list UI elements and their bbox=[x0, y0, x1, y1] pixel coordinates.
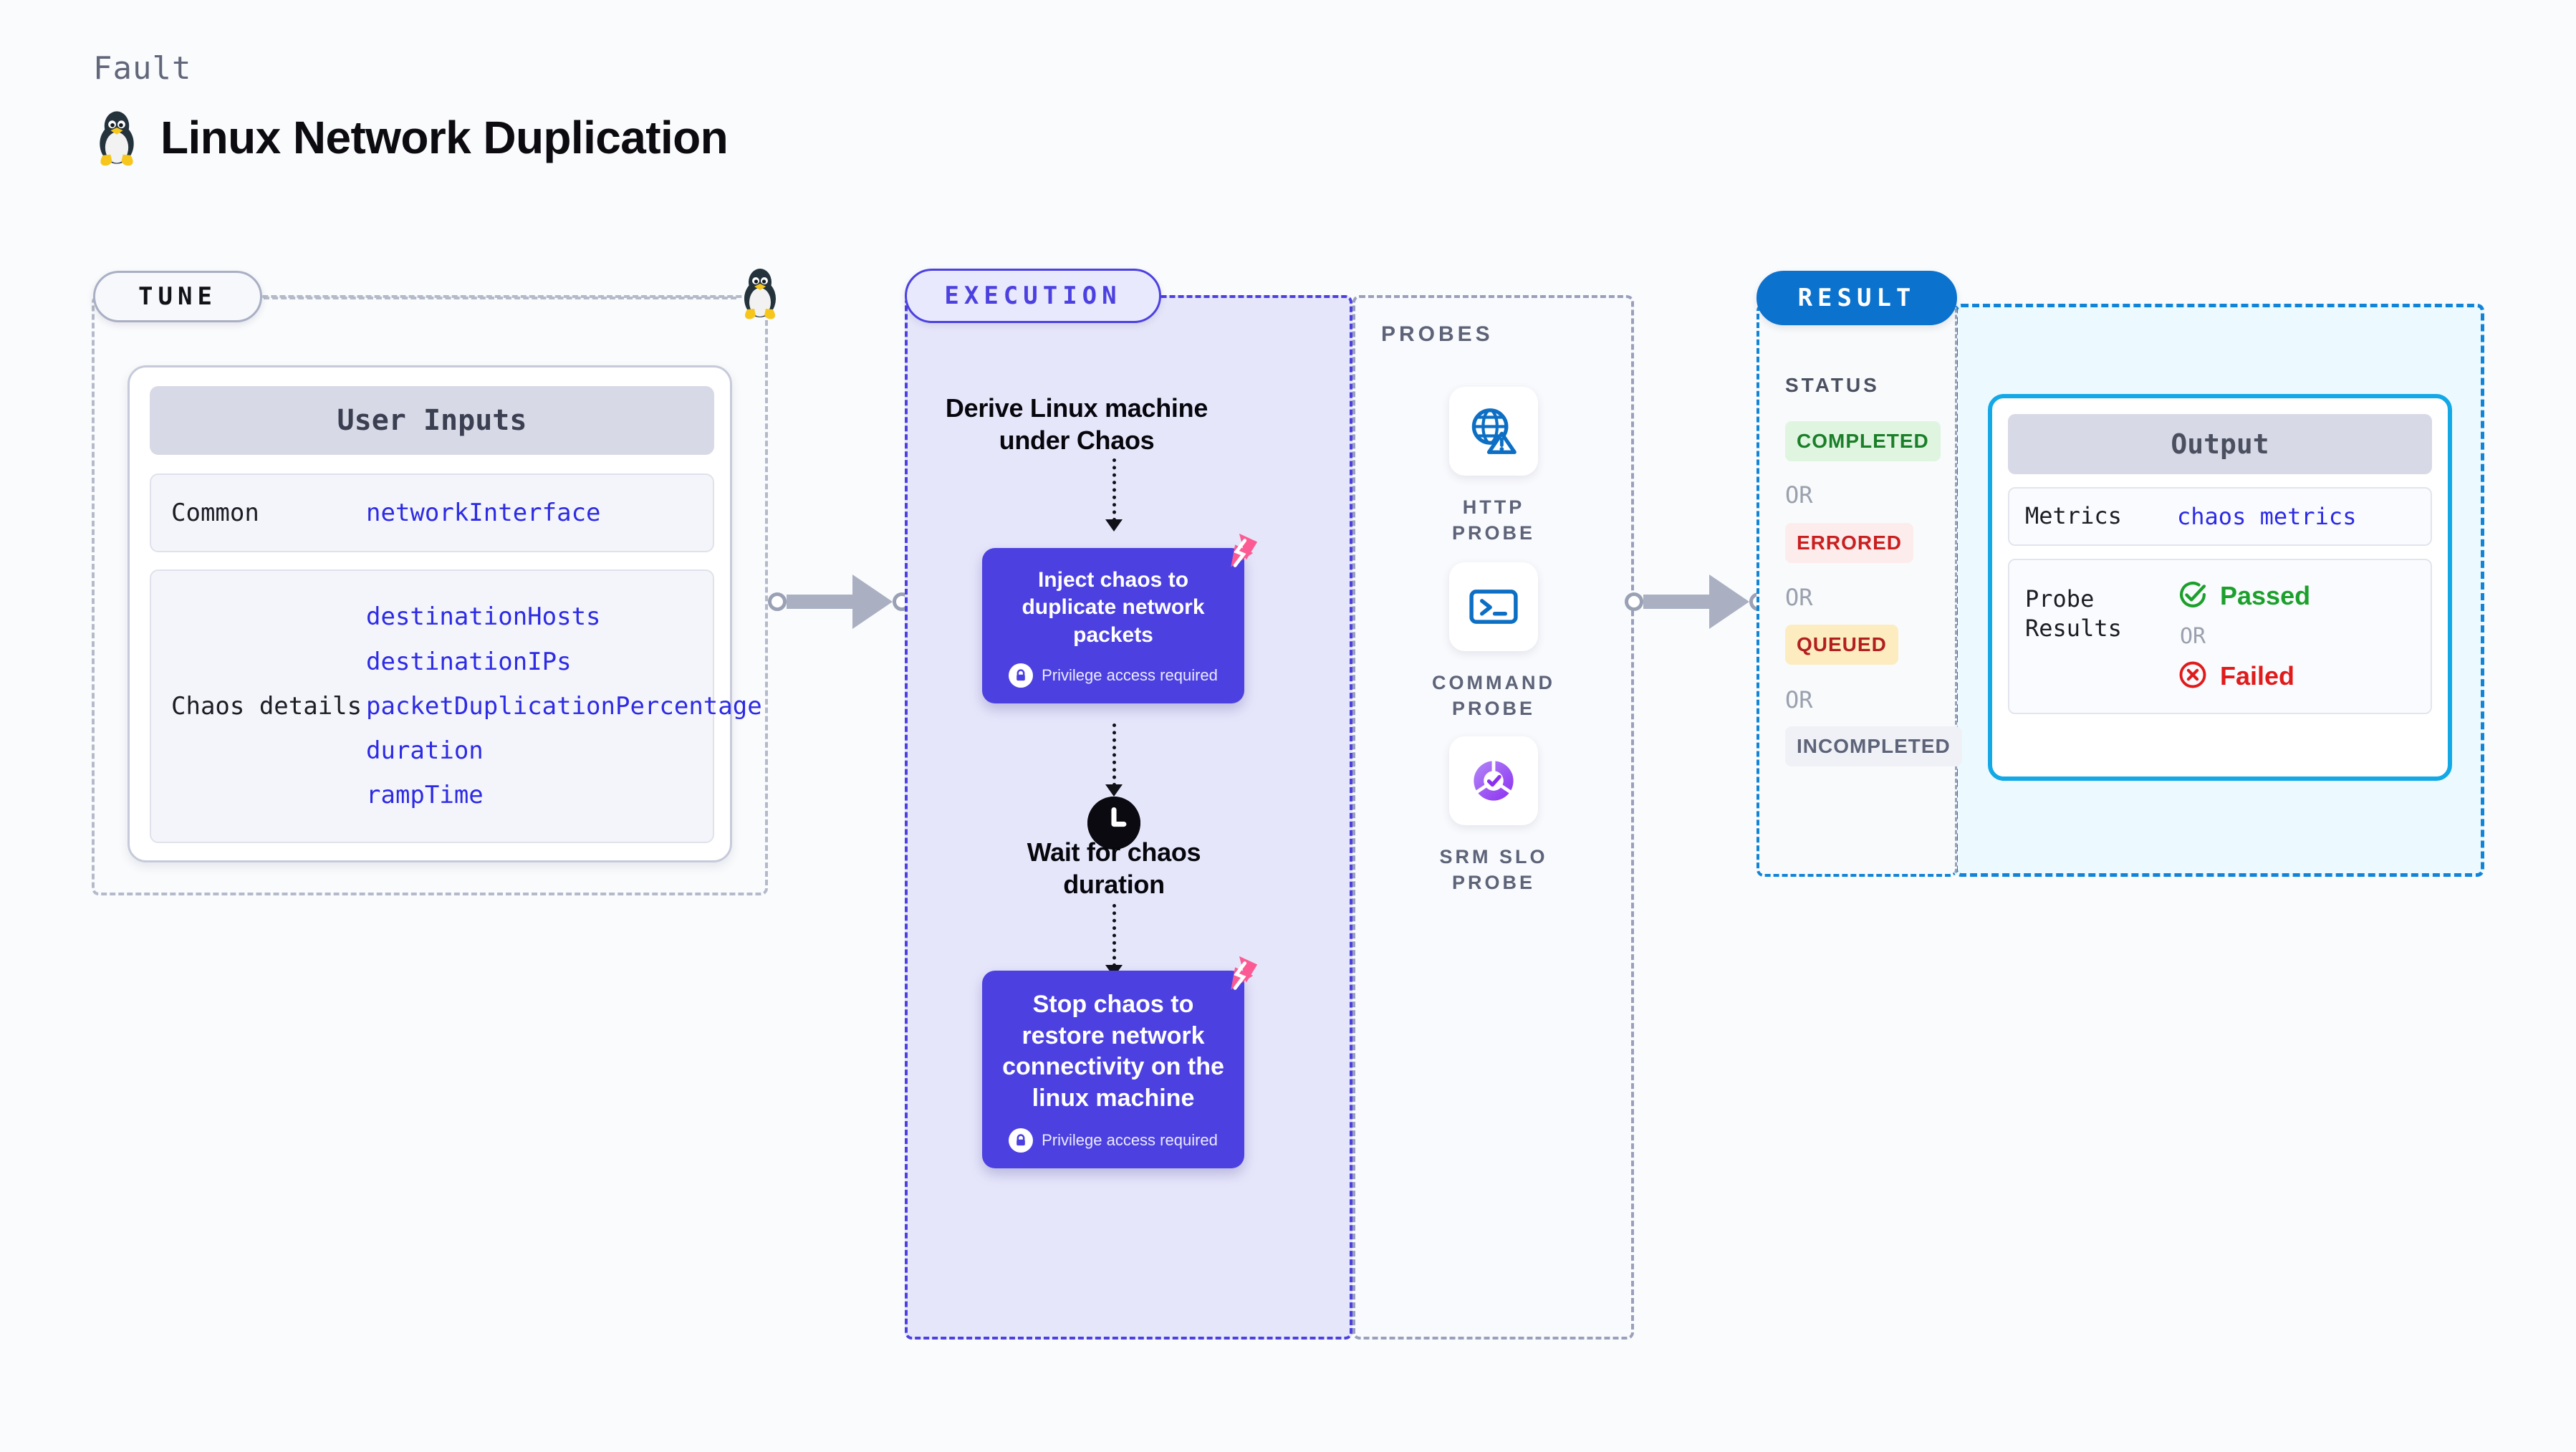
clock-icon bbox=[1087, 797, 1140, 850]
output-row-label: Metrics bbox=[2025, 502, 2122, 529]
input-value: duration bbox=[366, 736, 484, 766]
execution-card-title: Stop chaos to restore network connectivi… bbox=[1002, 991, 1224, 1112]
input-row-common: Common networkInterface bbox=[150, 473, 714, 552]
execution-card-title: Inject chaos to duplicate network packet… bbox=[1022, 568, 1205, 647]
input-row-values: destinationHosts destinationIPs packetDu… bbox=[366, 600, 762, 812]
input-row-label: Chaos details bbox=[171, 692, 362, 721]
flow-arrow-2 bbox=[1105, 723, 1123, 797]
input-value: networkInterface bbox=[366, 498, 601, 527]
connector-arrowhead bbox=[852, 574, 893, 629]
slo-donut-check-icon bbox=[1449, 736, 1538, 825]
result-status-region bbox=[1756, 304, 1957, 877]
input-value: destinationIPs bbox=[366, 647, 572, 676]
output-row-probe-results: Probe Results Passed OR bbox=[2008, 558, 2432, 714]
status-title: STATUS bbox=[1785, 374, 1880, 396]
connector-start-dot bbox=[1625, 592, 1643, 611]
execution-card-stop[interactable]: Stop chaos to restore network connectivi… bbox=[982, 956, 1258, 1169]
page-kicker: Fault bbox=[93, 50, 192, 87]
privilege-label: Privilege access required bbox=[1042, 1131, 1218, 1150]
terminal-icon bbox=[1449, 562, 1538, 651]
x-circle-icon bbox=[2177, 659, 2209, 694]
probe-srm-slo[interactable]: SRM SLO PROBE bbox=[1422, 736, 1565, 896]
probe-command[interactable]: COMMAND PROBE bbox=[1422, 562, 1565, 722]
lock-icon bbox=[1009, 1128, 1034, 1153]
check-circle-icon bbox=[2177, 579, 2209, 614]
tune-badge-link bbox=[264, 297, 736, 299]
status-or-1: OR bbox=[1785, 481, 1813, 509]
connector-execution-to-result bbox=[1625, 574, 1768, 629]
status-badge-completed: COMPLETED bbox=[1785, 421, 1941, 461]
status-or-3: OR bbox=[1785, 686, 1813, 713]
flow-arrow-1 bbox=[1105, 458, 1123, 532]
execution-card-inject[interactable]: Inject chaos to duplicate network packet… bbox=[982, 533, 1258, 704]
connector-start-dot bbox=[768, 592, 787, 611]
tune-corner-linux-tux-icon bbox=[736, 265, 784, 324]
privilege-note: Privilege access required bbox=[998, 1128, 1229, 1153]
probe-result-values: Passed OR Failed bbox=[2177, 579, 2310, 694]
input-value: packetDuplicationPercentage bbox=[366, 691, 762, 721]
lock-icon bbox=[1009, 663, 1034, 688]
probe-http[interactable]: HTTP PROBE bbox=[1422, 387, 1565, 547]
connector-arrowhead bbox=[1709, 574, 1749, 629]
privilege-label: Privilege access required bbox=[1042, 666, 1218, 685]
connector-line bbox=[787, 595, 852, 609]
execution-badge[interactable]: EXECUTION bbox=[905, 269, 1161, 323]
probes-title: PROBES bbox=[1381, 322, 1494, 346]
status-or-2: OR bbox=[1785, 584, 1813, 611]
output-row-label: Probe Results bbox=[2025, 585, 2122, 643]
probe-result-passed: Passed bbox=[2177, 579, 2310, 614]
status-badge-incompleted: INCOMPLETED bbox=[1785, 726, 1962, 766]
probe-failed-label: Failed bbox=[2220, 661, 2295, 691]
linux-tux-icon bbox=[92, 107, 142, 168]
probe-passed-label: Passed bbox=[2220, 581, 2311, 611]
probe-label: SRM SLO PROBE bbox=[1439, 846, 1548, 894]
input-value: rampTime bbox=[366, 781, 484, 810]
input-row-label: Common bbox=[171, 499, 259, 527]
output-header: Output bbox=[2008, 414, 2432, 474]
user-inputs-header: User Inputs bbox=[150, 386, 714, 455]
user-inputs-card: User Inputs Common networkInterface Chao… bbox=[128, 365, 762, 862]
output-card: Output Metrics chaos metrics Probe Resul… bbox=[1988, 394, 2452, 781]
input-value: destinationHosts bbox=[366, 602, 601, 632]
probe-label: HTTP PROBE bbox=[1451, 496, 1536, 544]
input-row-chaos-details: Chaos details destinationHosts destinati… bbox=[150, 569, 762, 843]
connector-line bbox=[1643, 595, 1709, 609]
output-metrics-value: chaos metrics bbox=[2177, 502, 2357, 530]
probe-result-or: OR bbox=[2180, 623, 2206, 649]
tune-badge[interactable]: TUNE bbox=[93, 271, 262, 322]
privilege-note: Privilege access required bbox=[998, 663, 1229, 688]
input-row-values: networkInterface bbox=[366, 496, 674, 530]
probe-label: COMMAND PROBE bbox=[1432, 672, 1555, 720]
harness-logo-icon bbox=[1216, 531, 1260, 575]
status-badge-queued: QUEUED bbox=[1785, 625, 1898, 665]
page-title-row: Linux Network Duplication bbox=[92, 107, 729, 168]
page-title: Linux Network Duplication bbox=[160, 112, 729, 163]
output-row-metrics: Metrics chaos metrics bbox=[2008, 487, 2432, 546]
globe-warning-icon bbox=[1449, 387, 1538, 476]
connector-tune-to-execution bbox=[768, 574, 911, 629]
harness-logo-icon bbox=[1216, 953, 1260, 998]
execution-node-derive: Derive Linux machine under Chaos bbox=[945, 393, 1208, 455]
result-badge[interactable]: RESULT bbox=[1756, 271, 1957, 325]
probe-result-failed: Failed bbox=[2177, 659, 2310, 694]
status-badge-errored: ERRORED bbox=[1785, 523, 1914, 563]
execution-node-wait: Wait for chaos duration bbox=[1027, 837, 1201, 899]
flow-arrow-3 bbox=[1105, 904, 1123, 977]
